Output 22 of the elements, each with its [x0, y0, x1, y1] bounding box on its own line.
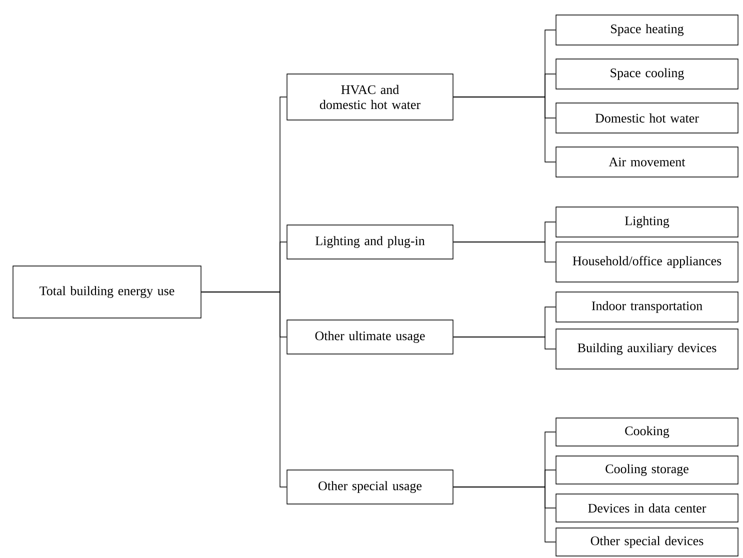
connector-line	[453, 96, 556, 162]
category-box: Building auxiliary devices	[556, 328, 738, 370]
category-box: Cooking	[556, 418, 738, 446]
category-box: Space heating	[556, 14, 738, 46]
category-box: Domestic hot water	[556, 102, 738, 134]
category-box: Total building energy use	[12, 266, 202, 318]
category-box: Other special devices	[556, 528, 738, 556]
category-box: Cooling storage	[556, 456, 738, 484]
category-box: Air movement	[556, 146, 738, 178]
category-box: Devices in data center	[556, 494, 738, 522]
category-box: Space cooling	[556, 58, 738, 90]
connector-line	[201, 292, 287, 488]
category-box: Other special usage	[286, 470, 454, 504]
connector-line	[453, 486, 556, 542]
connector-line	[453, 242, 556, 262]
category-box: Lighting and plug-in	[286, 224, 454, 260]
category-box: HVAC and domestic hot water	[286, 74, 454, 120]
category-box: Other ultimate usage	[286, 320, 454, 354]
connector-line	[453, 336, 556, 350]
category-box: Household/office appliances	[556, 242, 738, 282]
category-box: Lighting	[556, 206, 738, 238]
category-box: Indoor transportation	[556, 292, 738, 322]
